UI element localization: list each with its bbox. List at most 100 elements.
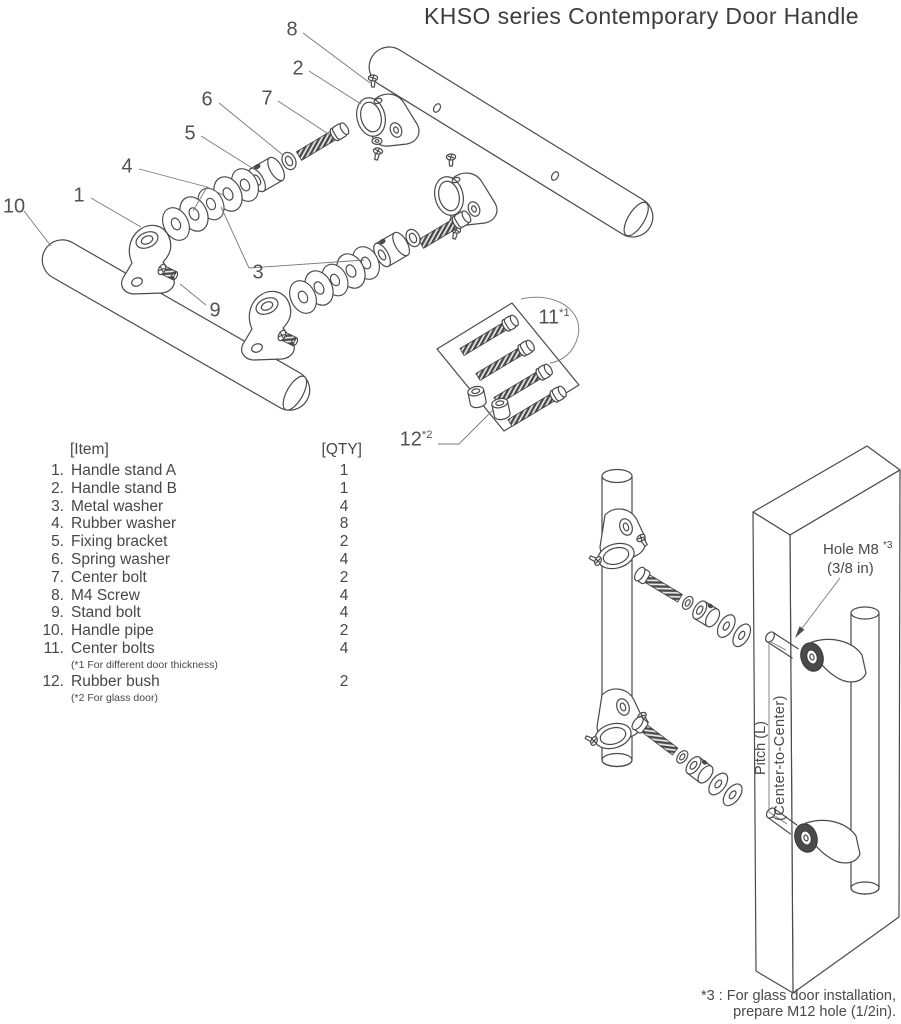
part-label: M4 Screw [71,586,140,604]
part-qty: 2 [339,568,349,586]
part-label: Handle stand B [71,479,177,497]
hole-label-footref: *3 [883,540,893,551]
callout-12-number: 12 [399,428,422,451]
part-label: Rubber washer [71,515,177,533]
pipe-hole [550,171,560,181]
footnote-line1: *3 : For glass door installation, [700,988,896,1004]
part-number: 12. [42,672,64,690]
part-number: 3. [51,497,64,515]
part-qty: 1 [339,462,349,479]
pitch-label: Pitch (L) [753,721,769,775]
parts-list-header: [Item] [QTY] [38,441,364,462]
pitch-sublabel: (Center-to-Center) [772,695,788,821]
fastener-row-upper [629,560,755,651]
leader-lines [23,32,494,445]
handle-stand-a-2 [241,290,300,361]
part-qty: 4 [339,550,349,568]
part-number: 11. [43,639,64,657]
item-header: [Item] [70,441,109,458]
hole-label-text: Hole M8 [823,541,879,558]
parts-row: 2. Handle stand B 1 [38,480,364,498]
rubber-bush [466,384,488,410]
pipe-hole [432,103,442,113]
bolt-kit-box [436,296,580,432]
part-label: Stand bolt [71,604,141,622]
part-number: 5. [51,533,64,551]
handle-pipe-lower [41,239,311,411]
callout-1: 1 [73,184,85,207]
callout-6: 6 [201,88,213,111]
part-label: Center bolt [71,568,147,586]
parts-row: 1. Handle stand A 1 [38,462,364,480]
center-bolt-2 [416,208,474,251]
install-handle-pipe-right [850,606,880,895]
callout-12: 12*2 [400,429,433,452]
callout-12-footref: *2 [421,428,433,441]
center-bolt-1 [294,120,352,163]
parts-row: 4. Rubber washer 8 [38,515,364,533]
part-label: Handle pipe [71,622,154,640]
parts-row: 9. Stand bolt 4 [38,604,364,622]
part-label: Center bolts [71,639,155,657]
part-number: 6. [51,550,64,568]
callout-11: 11*1 [538,307,569,330]
part-qty: 2 [339,622,349,640]
rubber-bush [490,396,512,422]
washer-stack-1 [156,163,265,246]
part-qty: 8 [339,515,349,533]
callout-5: 5 [184,122,196,145]
callout-11-footref: *1 [559,306,570,319]
footnote-line2: prepare M12 hole (1/2in). [733,1004,896,1020]
fastener-row-lower [626,710,747,810]
callout-9: 9 [209,299,221,322]
parts-row: 5. Fixing bracket 2 [38,533,364,551]
hole-size-text: (3/8 in) [827,560,874,577]
part-qty: 2 [339,533,349,551]
part-number: 8. [51,586,64,604]
callout-2: 2 [292,57,304,80]
callout-8: 8 [286,18,298,41]
exploded-view [23,32,654,445]
part-number: 1. [51,462,64,479]
part-label: Rubber bush [71,672,160,690]
part-qty: 4 [339,604,349,622]
part-number: 10. [42,622,64,640]
part-number: 4. [51,515,64,533]
callout-11-number: 11 [538,306,560,329]
part-qty: 4 [339,497,349,515]
callout-4: 4 [121,155,133,178]
parts-row: 10. Handle pipe 2 [38,622,364,640]
parts-row: 3. Metal washer 4 [38,498,364,516]
callout-7: 7 [261,87,273,110]
part-number: 9. [51,604,64,622]
parts-row: 11. Center bolts 4 [38,640,364,658]
footnote: *3 : For glass door installation, prepar… [701,988,896,1020]
callout-10: 10 [2,195,26,218]
part-label: Handle stand A [71,462,177,479]
handle-pipe-upper [368,46,654,238]
part-qty: 4 [339,639,349,657]
part-note: (*1 For different door thickness) [71,658,218,671]
hole-arrow [795,577,841,638]
part-note: (*2 For glass door) [71,691,158,704]
pitch-dimension-line [768,640,788,825]
parts-row: 12. Rubber bush 2 [38,673,364,691]
parts-row: 8. M4 Screw 4 [38,587,364,605]
part-qty: 1 [339,479,349,497]
part-qty: 4 [339,586,349,604]
part-label: Fixing bracket [71,533,168,551]
washer-stack-2 [283,241,386,319]
part-label: Metal washer [71,497,164,515]
callout-3: 3 [252,261,264,284]
page-title: KHSO series Contemporary Door Handle [424,3,859,29]
installation-view [583,445,901,994]
part-number: 2. [51,479,64,497]
hole-m8-label: Hole M8 *3 (3/8 in) [823,536,892,578]
qty-header: [QTY] [321,441,362,458]
part-qty: 2 [339,672,349,690]
parts-list: [Item] [QTY] 1. Handle stand A 1 2. Handle … [38,441,364,706]
